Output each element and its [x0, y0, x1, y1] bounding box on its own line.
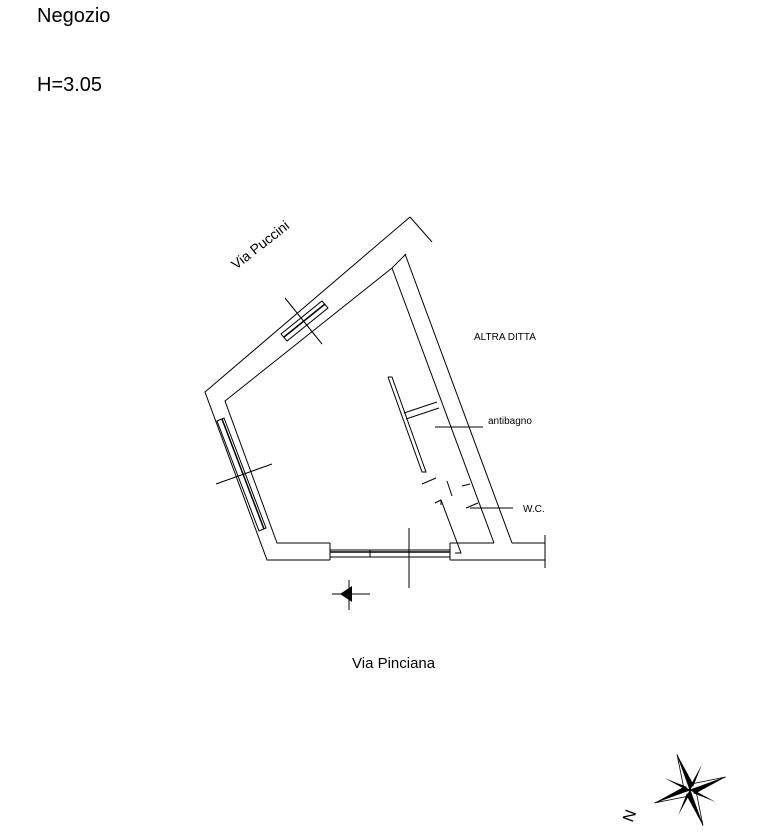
right-wall-inner — [391, 267, 495, 544]
window-west — [216, 417, 267, 532]
antibagno-label: antibagno — [488, 416, 532, 427]
street-label-puccini: Via Puccini — [228, 217, 292, 272]
ceiling-height: H=3.05 — [37, 74, 103, 96]
wc-label: W.C. — [523, 504, 545, 515]
inner-wall — [224, 267, 393, 544]
street-label-pinciana: Via Pinciana — [352, 655, 436, 672]
neighbor-label: ALTRA DITTA — [474, 332, 536, 343]
compass-rose — [654, 754, 726, 826]
section-line-north — [284, 297, 323, 345]
section-line-west — [215, 463, 273, 485]
partition-antibagno — [387, 376, 427, 473]
storefront-window — [329, 549, 451, 558]
outer-wall — [204, 216, 411, 561]
plan-title: Negozio — [37, 5, 111, 27]
partition-wc — [434, 499, 462, 554]
entrance-marker — [332, 580, 370, 610]
right-wall-outer — [404, 253, 513, 544]
window-north — [280, 300, 329, 342]
compass-north-letter: N — [620, 808, 640, 825]
